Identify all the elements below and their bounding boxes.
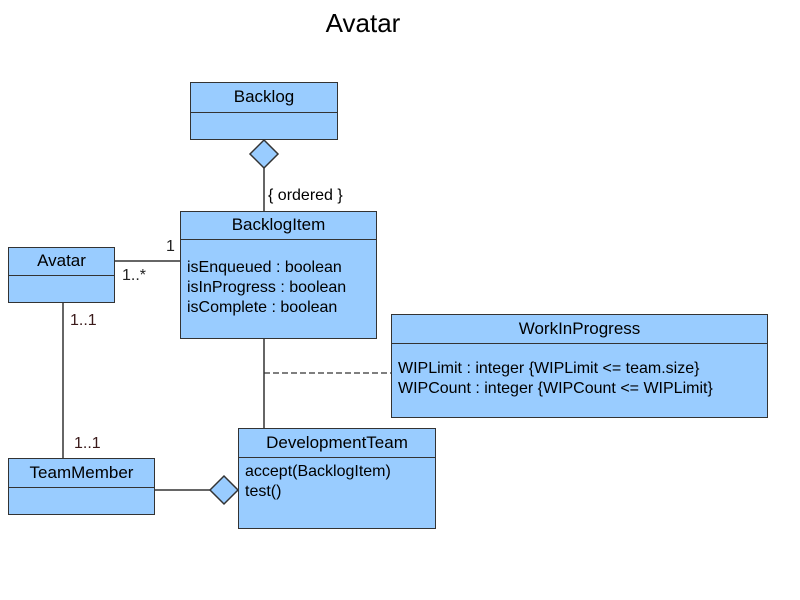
ordered-constraint: { ordered }: [268, 187, 343, 204]
attribute: WIPLimit : integer {WIPLimit <= team.siz…: [398, 360, 700, 377]
attribute: isComplete : boolean: [187, 299, 338, 316]
class-avatar[interactable]: Avatar: [8, 247, 115, 303]
attribute: WIPCount : integer {WIPCount <= WIPLimit…: [398, 380, 713, 397]
devteam-aggregation-diamond: [208, 474, 240, 506]
class-name: WorkInProgress: [392, 315, 767, 344]
diagram-title: Avatar: [325, 8, 401, 38]
class-development-team[interactable]: DevelopmentTeam accept(BacklogItem) test…: [238, 428, 436, 529]
attribute: isInProgress : boolean: [187, 279, 347, 296]
operation: accept(BacklogItem): [245, 463, 391, 480]
class-backlog[interactable]: Backlog: [190, 82, 338, 140]
class-work-in-progress[interactable]: WorkInProgress WIPLimit : integer {WIPLi…: [391, 314, 768, 418]
class-name: TeamMember: [9, 459, 154, 488]
class-name: Avatar: [9, 248, 114, 276]
multiplicity-label: 1: [166, 238, 175, 255]
multiplicity-label: 1..*: [122, 267, 147, 284]
multiplicity-label: 1..1: [70, 312, 97, 329]
class-name: Backlog: [191, 83, 337, 113]
multiplicity-label: 1..1: [74, 435, 101, 452]
class-name: DevelopmentTeam: [239, 429, 435, 458]
backlog-aggregation-diamond: [248, 138, 280, 170]
class-team-member[interactable]: TeamMember: [8, 458, 155, 515]
operation: test(): [245, 483, 282, 500]
class-name: BacklogItem: [181, 212, 376, 240]
class-backlog-item[interactable]: BacklogItem isEnqueued : boolean isInPro…: [180, 211, 377, 339]
attribute: isEnqueued : boolean: [187, 259, 342, 276]
